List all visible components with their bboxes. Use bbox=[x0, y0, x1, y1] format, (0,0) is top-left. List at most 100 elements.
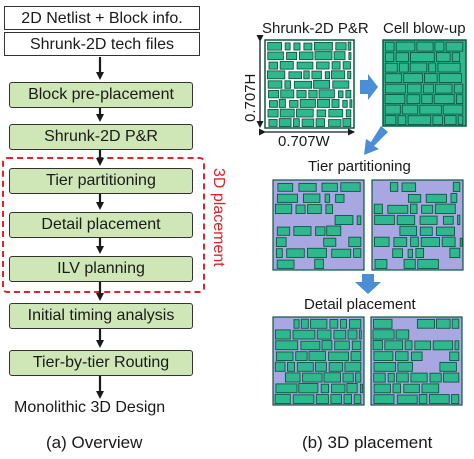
overview-caption: (a) Overview bbox=[46, 433, 143, 452]
cell-block bbox=[403, 73, 424, 84]
cell-block bbox=[449, 351, 460, 361]
cell-block bbox=[296, 90, 307, 99]
step-ilv-planning: ILV planning bbox=[9, 256, 193, 282]
cell-block bbox=[349, 99, 353, 108]
cell-block bbox=[293, 319, 300, 329]
cell-block bbox=[356, 215, 362, 225]
cell-block bbox=[293, 42, 301, 51]
cell-block bbox=[300, 318, 309, 329]
tech-files-input-box: Shrunk-2D tech files bbox=[4, 32, 200, 56]
cell-block bbox=[435, 226, 455, 236]
cell-block bbox=[393, 237, 408, 247]
cell-block bbox=[286, 248, 305, 258]
cell-block bbox=[278, 118, 292, 128]
cell-block bbox=[334, 215, 354, 225]
cell-block bbox=[410, 236, 419, 248]
cell-block bbox=[435, 52, 451, 62]
cell-block bbox=[315, 118, 325, 128]
cell-block bbox=[373, 394, 395, 404]
cell-block bbox=[353, 248, 362, 258]
cell-block bbox=[334, 340, 350, 351]
cell-block bbox=[268, 61, 279, 70]
cell-block bbox=[279, 61, 294, 70]
step-tier-routing: Tier-by-tier Routing bbox=[9, 350, 193, 376]
cell-block bbox=[292, 394, 315, 404]
cell-block bbox=[372, 340, 383, 351]
cell-block bbox=[425, 193, 447, 203]
cell-block bbox=[342, 118, 352, 128]
cell-block bbox=[432, 340, 454, 351]
cell-block bbox=[268, 118, 278, 127]
cell-block bbox=[278, 98, 286, 108]
cell-block bbox=[410, 372, 428, 383]
cell-block bbox=[331, 61, 341, 70]
cell-block bbox=[321, 340, 333, 351]
shrunk-pr-title: Shrunk-2D P&R bbox=[262, 20, 369, 37]
cell-block bbox=[434, 83, 453, 94]
tier-left-cells bbox=[274, 182, 362, 270]
cell-block bbox=[328, 351, 349, 361]
cell-block bbox=[349, 319, 362, 329]
cell-block bbox=[335, 42, 347, 51]
cell-block bbox=[373, 203, 383, 215]
cell-block bbox=[328, 109, 344, 118]
cell-block bbox=[387, 372, 395, 383]
cell-block bbox=[454, 340, 460, 351]
cell-block bbox=[299, 99, 316, 108]
cell-block bbox=[345, 109, 352, 118]
cell-block bbox=[287, 361, 296, 372]
cell-block bbox=[293, 226, 312, 236]
cell-block bbox=[296, 61, 314, 70]
cell-block bbox=[286, 51, 298, 61]
cell-block bbox=[384, 115, 397, 126]
cell-block bbox=[396, 372, 409, 383]
cell-block bbox=[450, 193, 458, 203]
detail-placement-title: Detail placement bbox=[304, 296, 416, 313]
cell-block bbox=[313, 79, 331, 89]
partition-flow-arrow bbox=[364, 126, 388, 155]
cell-block bbox=[423, 83, 434, 94]
cell-block bbox=[373, 318, 393, 329]
cell-block bbox=[384, 73, 403, 84]
cell-block bbox=[353, 394, 362, 404]
cell-block bbox=[316, 61, 330, 70]
cell-block bbox=[267, 41, 282, 51]
cell-block bbox=[453, 83, 464, 94]
cell-block bbox=[459, 237, 463, 247]
step-tier-partitioning: Tier partitioning bbox=[9, 168, 193, 194]
cell-block bbox=[374, 236, 390, 247]
cell-block bbox=[437, 62, 461, 73]
cell-block bbox=[295, 204, 306, 214]
cell-block bbox=[407, 248, 413, 258]
cell-block bbox=[333, 329, 347, 340]
cell-block bbox=[410, 351, 423, 361]
cell-block bbox=[403, 258, 416, 270]
cell-block bbox=[314, 51, 333, 61]
cell-block bbox=[419, 226, 433, 236]
step-detail-placement: Detail placement bbox=[9, 212, 193, 238]
cell-block bbox=[323, 372, 341, 383]
cell-block bbox=[292, 118, 300, 128]
netlist-input-box: 2D Netlist + Block info. bbox=[4, 6, 200, 30]
cell-block bbox=[330, 70, 346, 80]
cell-block bbox=[433, 94, 455, 105]
cell-block bbox=[403, 383, 420, 394]
cell-block bbox=[314, 361, 327, 372]
cell-block bbox=[432, 115, 443, 125]
cell-block bbox=[284, 372, 301, 383]
cell-block bbox=[343, 394, 352, 405]
tier-right-cells bbox=[373, 181, 463, 270]
cell-block bbox=[373, 351, 394, 361]
cell-block bbox=[395, 41, 416, 52]
cell-block bbox=[346, 383, 358, 394]
cell-block bbox=[332, 80, 350, 89]
cell-block bbox=[333, 51, 346, 61]
cell-block bbox=[331, 248, 352, 258]
cell-block bbox=[392, 248, 403, 258]
cell-block bbox=[399, 225, 418, 237]
cell-block bbox=[417, 258, 439, 269]
cell-block bbox=[418, 393, 428, 405]
cell-block bbox=[284, 42, 291, 51]
cell-block bbox=[397, 361, 413, 372]
cell-block bbox=[342, 99, 348, 108]
